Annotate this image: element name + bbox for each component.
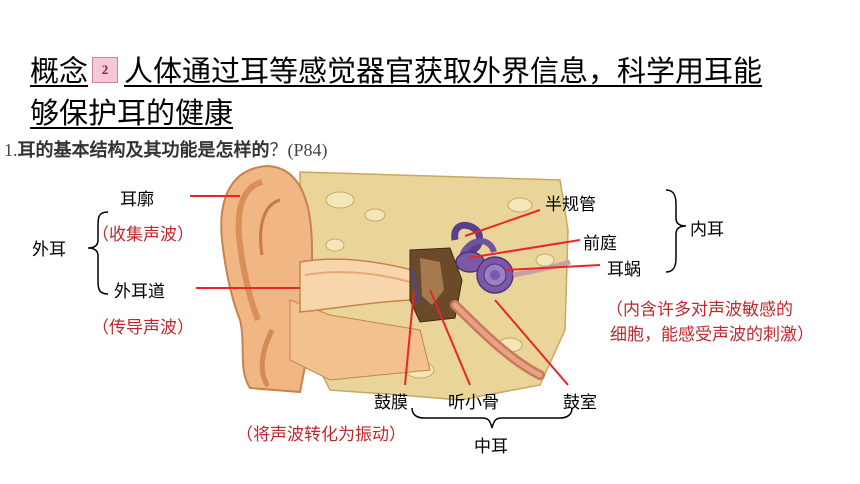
question-page-ref: ？(P84) bbox=[269, 140, 328, 160]
label-eardrum-desc: （将声波转化为振动） bbox=[236, 425, 406, 445]
label-cochlea: 耳蜗 bbox=[607, 260, 641, 280]
label-outer-ear: 外耳 bbox=[32, 240, 66, 260]
label-conduct-sound: （传导声波） bbox=[92, 318, 194, 338]
label-vestibule: 前庭 bbox=[583, 234, 617, 254]
label-eardrum: 鼓膜 bbox=[374, 393, 408, 413]
label-middle-ear: 中耳 bbox=[474, 437, 508, 457]
auricle bbox=[220, 164, 313, 394]
outer-ear-bracket bbox=[87, 211, 109, 295]
title-prefix: 概念 bbox=[30, 54, 89, 88]
label-ossicles: 听小骨 bbox=[448, 393, 499, 413]
question-text: 耳的基本结构及其功能是怎样的 bbox=[17, 140, 270, 161]
inner-ear-bracket bbox=[665, 189, 687, 273]
concept-number-badge: 2 bbox=[92, 57, 119, 83]
label-inner-ear: 内耳 bbox=[690, 220, 724, 240]
label-inner-ear-desc-1: （内含许多对声波敏感的 bbox=[606, 300, 793, 320]
label-tympanic-cavity: 鼓室 bbox=[563, 393, 597, 413]
title-line1-text: 人体通过耳等感觉器官获取外界信息，科学用耳能 bbox=[124, 54, 763, 88]
middle-ear-bracket bbox=[411, 407, 573, 429]
eardrum-shape bbox=[410, 267, 420, 303]
label-ear-auricle: 耳廓 bbox=[120, 190, 154, 210]
label-ear-canal: 外耳道 bbox=[114, 282, 165, 302]
question-heading: 1.耳的基本结构及其功能是怎样的？(P84) bbox=[4, 136, 328, 162]
label-semicircular-canals: 半规管 bbox=[545, 195, 596, 215]
label-inner-ear-desc-2: 细胞，能感受声波的刺激） bbox=[610, 325, 814, 345]
label-collect-sound: （收集声波） bbox=[92, 225, 194, 245]
title-line-2: 够保护耳的健康 bbox=[30, 96, 234, 130]
question-number: 1. bbox=[4, 140, 18, 160]
